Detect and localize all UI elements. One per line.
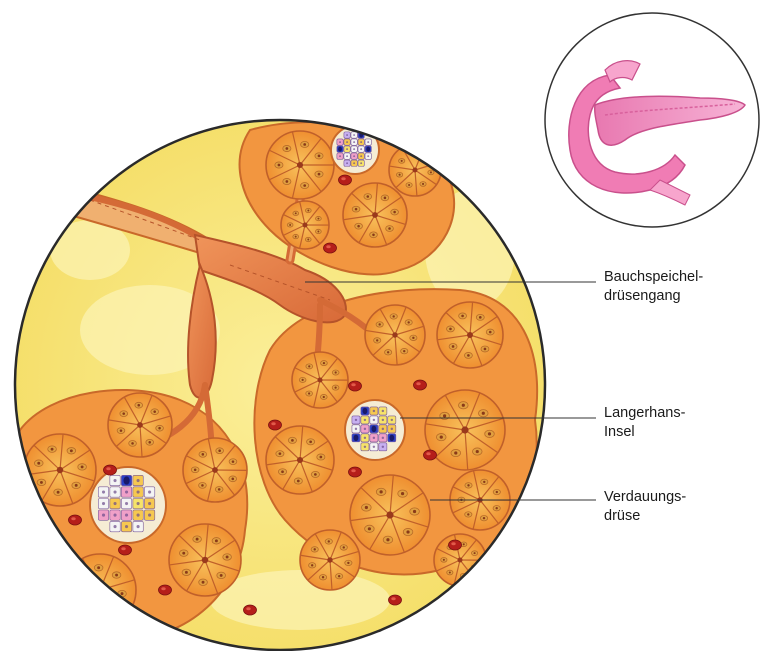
blood-vessel — [349, 467, 362, 477]
blood-vessel — [104, 465, 117, 475]
blood-vessel — [389, 595, 402, 605]
acinus — [281, 201, 329, 249]
acinus — [343, 183, 407, 247]
acinus — [425, 390, 505, 470]
label-duct-line1: Bauchspeichel- — [604, 268, 703, 287]
acinus — [266, 131, 334, 199]
acinus — [266, 426, 334, 494]
acinus — [183, 438, 247, 502]
acinus — [437, 302, 503, 368]
acinus — [108, 393, 172, 457]
label-islet-line1: Langerhans- — [604, 404, 685, 423]
langerhans-islet-right — [345, 400, 405, 460]
acinus — [169, 524, 241, 596]
blood-vessel — [69, 515, 82, 525]
label-duct-line2: drüsengang — [604, 287, 703, 306]
pancreas-inset — [545, 13, 759, 227]
magnified-tissue-view — [10, 120, 545, 650]
blood-vessel — [449, 540, 462, 550]
label-langerhans-insel: Langerhans- Insel — [604, 404, 685, 442]
acinus — [24, 434, 96, 506]
acinus — [292, 352, 348, 408]
acinus — [350, 475, 430, 555]
acinus — [64, 554, 136, 626]
blood-vessel — [414, 380, 427, 390]
acinus — [365, 305, 425, 365]
label-gland-line2: drüse — [604, 507, 686, 526]
label-islet-line2: Insel — [604, 423, 685, 442]
blood-vessel — [324, 243, 337, 253]
label-bauchspeicheldruesengang: Bauchspeichel- drüsengang — [604, 268, 703, 306]
blood-vessel — [119, 545, 132, 555]
blood-vessel — [424, 450, 437, 460]
blood-vessel — [339, 175, 352, 185]
acinus — [14, 534, 66, 586]
acinus — [300, 530, 360, 590]
label-verdauungsdruese: Verdauungs- drüse — [604, 488, 686, 526]
langerhans-islet-left — [90, 467, 166, 543]
blood-vessel — [244, 605, 257, 615]
langerhans-islet-top — [331, 126, 379, 174]
blood-vessel — [159, 585, 172, 595]
blood-vessel — [269, 420, 282, 430]
label-gland-line1: Verdauungs- — [604, 488, 686, 507]
blood-vessel — [349, 381, 362, 391]
